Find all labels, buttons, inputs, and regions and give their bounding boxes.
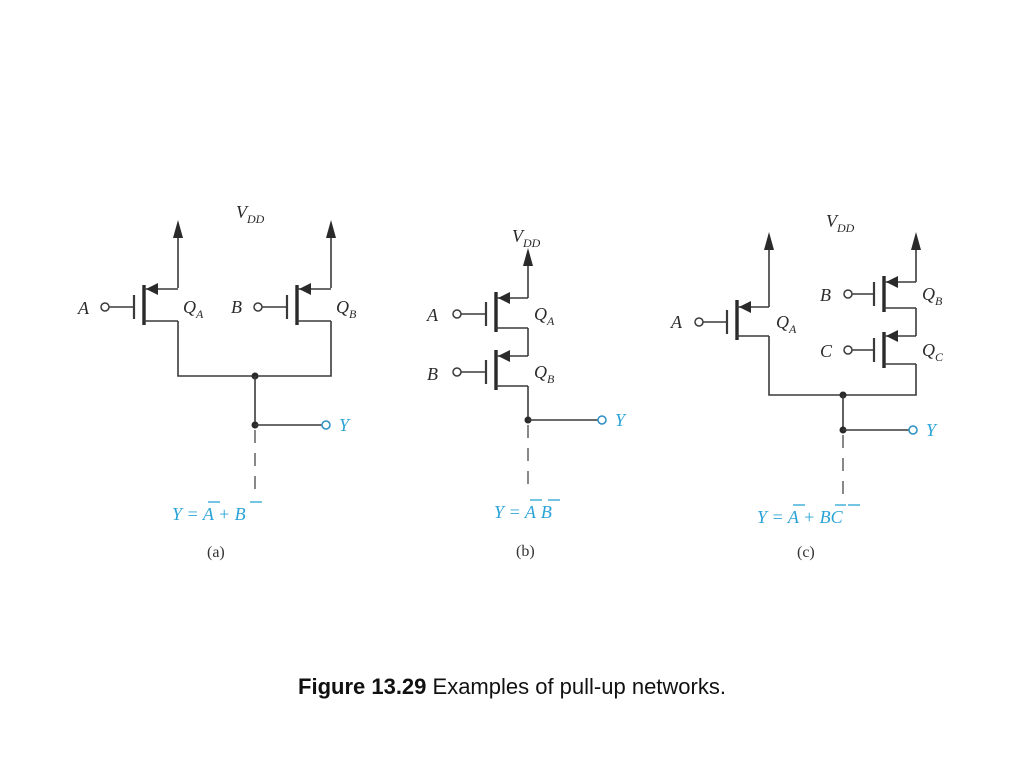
pmos-transistor-qa: A QA (77, 283, 204, 325)
panel-a-label: (a) (207, 544, 225, 561)
output-y-terminal (597, 415, 607, 425)
panel-b-vdd-label: VDD (512, 226, 541, 250)
vdd-arrow-icon (173, 220, 183, 238)
input-a-terminal (694, 317, 704, 327)
source-arrow-icon (299, 283, 311, 295)
source-arrow-icon (146, 283, 158, 295)
pmos-transistor-qb: B QB (231, 283, 357, 325)
panel-b-label: (b) (516, 543, 535, 560)
figure-caption-text: Examples of pull-up networks. (426, 674, 726, 699)
vdd-arrow-icon (523, 248, 533, 266)
equation-c: Y = A + BC (757, 507, 844, 527)
panel-b: VDD A QA B QB (426, 226, 627, 560)
figure-number: Figure 13.29 (298, 674, 427, 699)
output-y-label: Y (339, 415, 351, 435)
qc-label: QC (922, 340, 944, 364)
panel-a: VDD A QA B QB (77, 202, 357, 561)
panel-a-vdd-label: VDD (236, 202, 265, 226)
input-b-terminal (843, 289, 853, 299)
source-arrow-icon (739, 301, 751, 313)
figure-caption: Figure 13.29 Examples of pull-up network… (0, 674, 1024, 700)
qa-label: QA (183, 297, 204, 321)
source-arrow-icon (498, 350, 510, 362)
input-b-label: B (820, 285, 831, 305)
qb-label: QB (336, 297, 357, 321)
output-y-label: Y (926, 420, 938, 440)
output-y-label: Y (615, 410, 627, 430)
pmos-transistor-qb: B QB (820, 276, 943, 312)
qa-label: QA (534, 304, 555, 328)
input-a-label: A (670, 312, 683, 332)
pmos-transistor-qb: B QB (427, 350, 555, 390)
input-b-terminal (452, 367, 462, 377)
source-arrow-icon (886, 276, 898, 288)
input-a-label: A (77, 298, 90, 318)
source-arrow-icon (498, 292, 510, 304)
pmos-transistor-qa: A QA (670, 300, 797, 340)
input-a-terminal (452, 309, 462, 319)
input-b-label: B (231, 297, 242, 317)
source-arrow-icon (886, 330, 898, 342)
output-y-terminal (908, 425, 918, 435)
panel-c: VDD A QA B QB (670, 211, 944, 561)
pmos-transistor-qa: A QA (426, 292, 555, 332)
input-c-terminal (843, 345, 853, 355)
vdd-arrow-icon (326, 220, 336, 238)
input-b-terminal (253, 302, 263, 312)
output-y-terminal (321, 420, 331, 430)
qa-label: QA (776, 312, 797, 336)
panel-c-label: (c) (797, 544, 815, 561)
vdd-arrow-icon (911, 232, 921, 250)
vdd-arrow-icon (764, 232, 774, 250)
equation-a: Y = A + B (172, 504, 246, 524)
qb-label: QB (922, 284, 943, 308)
input-b-label: B (427, 364, 438, 384)
panel-c-vdd-label: VDD (826, 211, 855, 235)
input-a-label: A (426, 305, 439, 325)
qb-label: QB (534, 362, 555, 386)
input-c-label: C (820, 341, 833, 361)
pmos-transistor-qc: C QC (820, 330, 944, 368)
input-a-terminal (100, 302, 110, 312)
